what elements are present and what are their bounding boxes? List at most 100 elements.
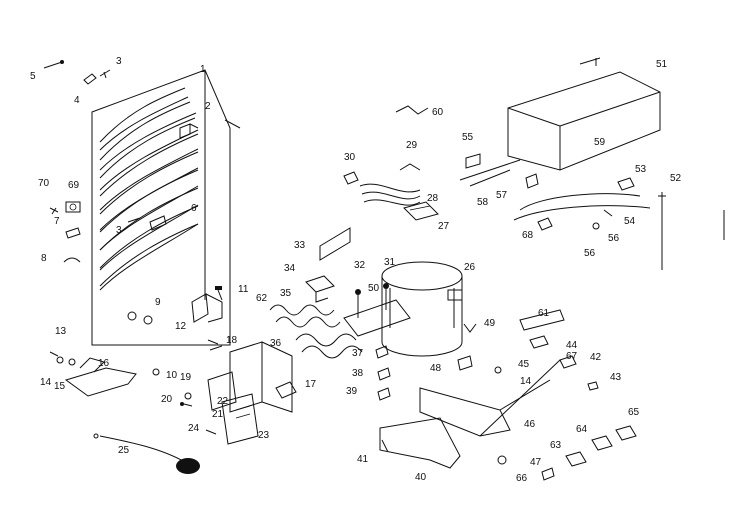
part-label: 56 [608,233,620,244]
part-label: 64 [576,424,588,435]
part-label: 15 [54,381,66,392]
part-label: 7 [54,216,60,227]
part-label: 34 [284,263,296,274]
part-label: 65 [628,407,640,418]
part-68 [537,217,553,231]
part-label: 32 [354,260,366,271]
base-rail [379,309,565,469]
part-label: 49 [484,318,496,329]
part-label: 47 [530,457,542,468]
part-57 [525,173,539,189]
part-64 [591,435,613,451]
part-53 [617,177,635,191]
part-label: 31 [384,257,396,268]
part-label: 13 [55,326,67,337]
part-label: 3 [116,56,122,67]
part-label: 70 [38,178,50,189]
part-label: 36 [270,338,282,349]
part-label: 24 [188,423,200,434]
part-label: 26 [464,262,476,273]
part-67 [559,355,577,369]
part-24 [205,429,217,435]
part-65 [615,425,637,441]
part-label: 69 [68,180,80,191]
part-49 [463,323,477,333]
part-63 [565,451,587,467]
part-label: 43 [610,372,622,383]
relay [403,201,439,221]
part-label: 40 [415,472,427,483]
part-label: 50 [368,283,380,294]
wiring-harness [343,163,421,206]
part-label: 29 [406,140,418,151]
part-label: 39 [346,386,358,397]
part-label: 30 [344,152,356,163]
part-54 [603,209,613,217]
bracket-33 [319,227,351,261]
part-label: 12 [175,321,187,332]
part-label: 14 [40,377,52,388]
part-47 [497,455,507,465]
part-label: 6 [191,203,197,214]
fan-bracket [49,351,137,397]
part-label: 52 [670,173,682,184]
part-label: 22 [217,396,229,407]
clip-69 [65,201,81,213]
power-cord [93,433,200,474]
bracket-60 [395,105,429,115]
part-label: 54 [624,216,636,227]
part-label: 48 [430,363,442,374]
control-box [184,339,297,445]
part-label: 68 [522,230,534,241]
clip-3b [127,217,141,223]
screw-70 [49,207,59,215]
clip-3a [99,69,111,79]
part-label: 42 [590,352,602,363]
part-label: 62 [256,293,268,304]
part-label: 66 [516,473,528,484]
part-label: 41 [357,454,369,465]
part-label: 1 [200,64,206,75]
part-label: 10 [166,370,178,381]
part-label: 60 [432,107,444,118]
part-label: 4 [74,95,80,106]
clamp-34 [305,275,335,303]
part-label: 59 [594,137,606,148]
grommet-39 [377,387,391,401]
part-48 [457,355,473,371]
part-label: 28 [427,193,439,204]
part-45 [494,366,502,374]
bracket-12 [191,293,223,323]
part-label: 38 [352,368,364,379]
part-label: 67 [566,351,578,362]
screw-11 [215,286,223,301]
part-label: 18 [226,335,238,346]
part-label: 33 [294,240,306,251]
screw-20 [180,402,193,407]
part-label: 19 [180,372,192,383]
part-label: 3 [116,225,122,236]
part-label: 2 [205,101,211,112]
part-label: 5 [30,71,36,82]
part-label: 11 [238,284,249,295]
bracket-41 [381,439,389,453]
clamp-8 [63,257,81,263]
part-label: 14 [520,376,532,387]
part-label: 17 [305,379,317,390]
grommet-37 [375,345,389,359]
part-label: 44 [566,340,578,351]
part-label: 37 [352,348,364,359]
part-label: 16 [98,358,110,369]
washer-10 [152,368,160,376]
part-label: 63 [550,440,562,451]
part-label: 57 [496,190,508,201]
part-label: 45 [518,359,530,370]
part-label: 56 [584,248,596,259]
grommet-38 [377,367,391,381]
mounting-plate [343,283,411,337]
part-label: 20 [161,394,173,405]
clip-6 [149,215,167,231]
part-label: 61 [538,308,550,319]
part-label: 9 [155,297,161,308]
part-label: 35 [280,288,292,299]
